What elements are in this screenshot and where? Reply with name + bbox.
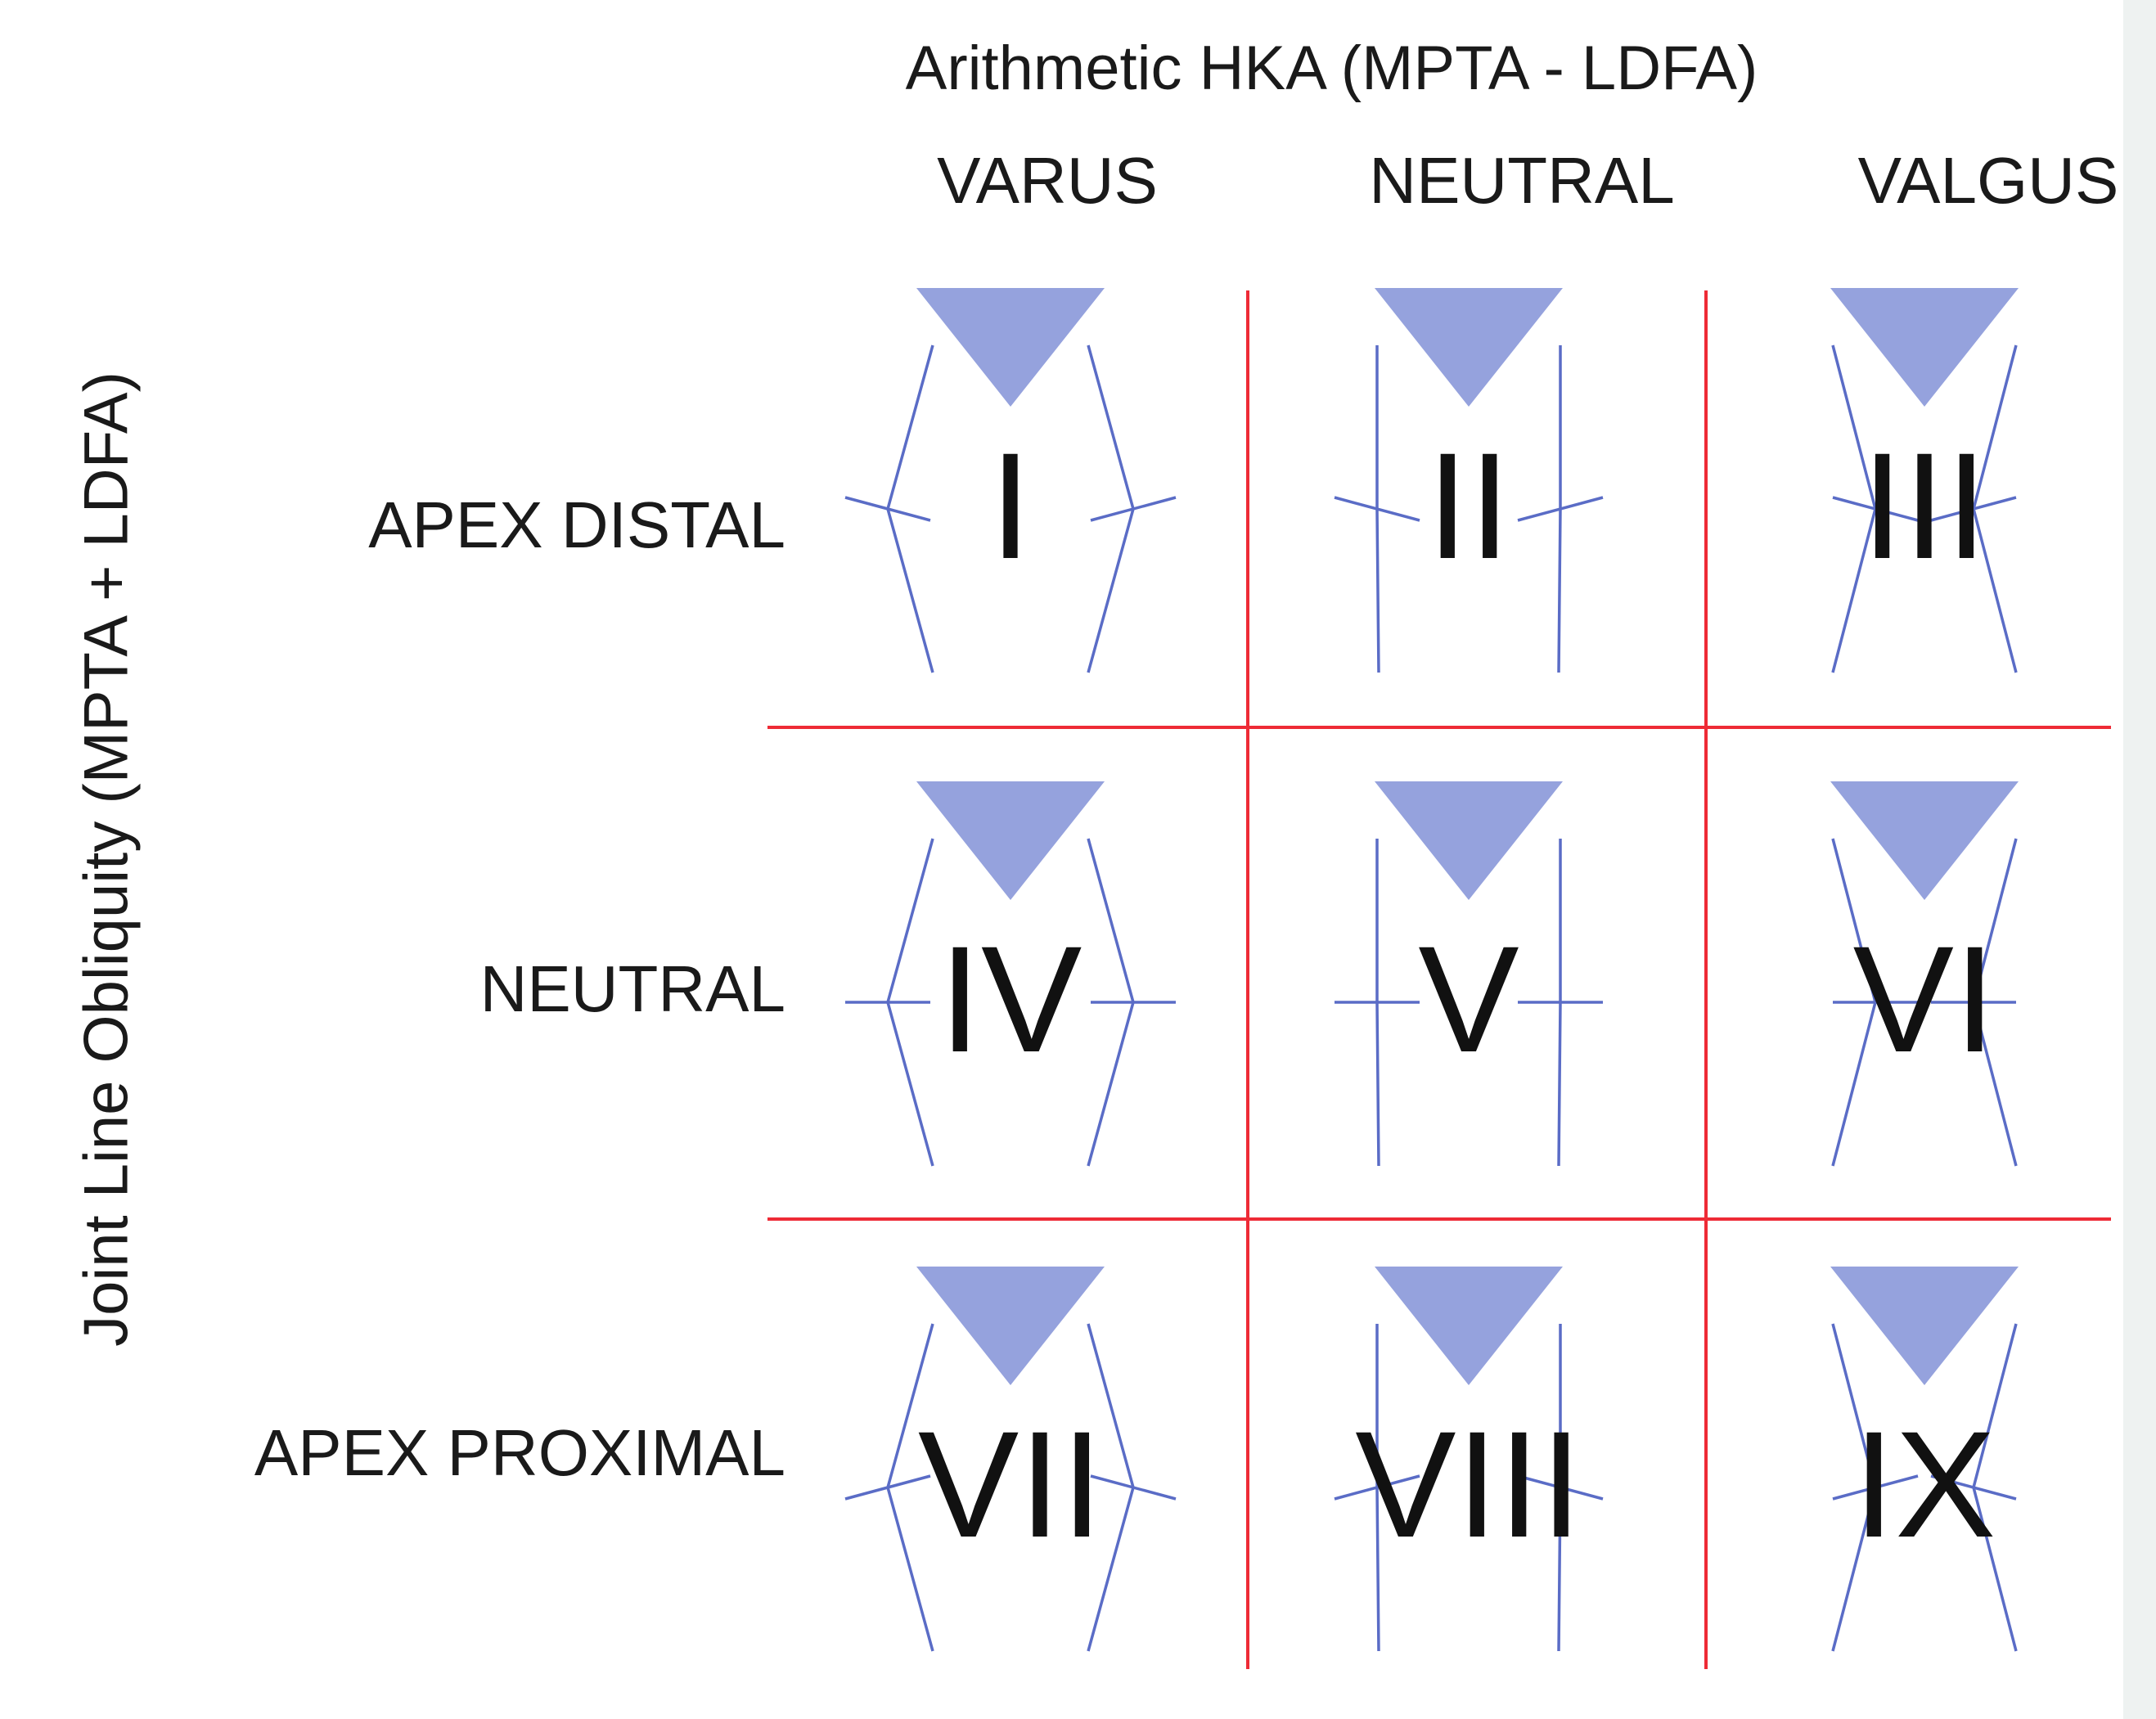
left-leg-line xyxy=(886,344,934,673)
left-joint-line xyxy=(1832,496,1919,522)
right-joint-line xyxy=(1930,496,2017,522)
right-edge-strip xyxy=(2123,0,2156,1719)
pelvis-triangle-icon xyxy=(1375,781,1563,900)
row-header-apex-distal: APEX DISTAL xyxy=(368,488,785,561)
left-joint-line xyxy=(844,1474,931,1501)
cell-numeral-ii: II xyxy=(1427,422,1511,591)
cell-neutral-neutral: V xyxy=(1335,781,1603,1167)
left-joint-line xyxy=(844,496,931,522)
right-joint-line xyxy=(1090,496,1177,522)
pelvis-triangle-icon xyxy=(1830,781,2019,900)
row-header-neutral: NEUTRAL xyxy=(479,952,785,1025)
cell-numeral-viii: VIII xyxy=(1355,1401,1582,1569)
cell-numeral-vi: VI xyxy=(1853,916,1996,1084)
left-joint-line xyxy=(1334,1474,1420,1501)
cell-neutral-valgus: VI xyxy=(1830,781,2019,1167)
pelvis-triangle-icon xyxy=(916,781,1105,900)
cell-numeral-vii: VII xyxy=(918,1401,1103,1569)
right-joint-line xyxy=(1517,496,1604,522)
right-joint-line xyxy=(1930,1474,2017,1501)
cell-numeral-i: I xyxy=(989,422,1031,591)
pelvis-triangle-icon xyxy=(1830,288,2019,407)
pelvis-triangle-icon xyxy=(916,288,1105,407)
cell-numeral-ix: IX xyxy=(1853,1401,1996,1569)
cell-apex-proximal-varus: VII xyxy=(844,1267,1177,1652)
cell-apex-proximal-neutral: VIII xyxy=(1334,1267,1604,1652)
cell-apex-distal-valgus: III xyxy=(1830,288,2019,673)
cell-neutral-varus: IV xyxy=(845,781,1176,1167)
right-joint-line xyxy=(1517,1474,1604,1501)
grid-lines xyxy=(767,290,2111,1669)
column-header-valgus: VALGUS xyxy=(1857,144,2119,217)
row-header-apex-proximal: APEX PROXIMAL xyxy=(254,1416,785,1489)
cell-apex-proximal-valgus: IX xyxy=(1830,1267,2019,1652)
cell-numeral-iii: III xyxy=(1861,422,1987,591)
cell-apex-distal-neutral: II xyxy=(1334,288,1604,673)
column-header-neutral: NEUTRAL xyxy=(1369,144,1675,217)
pelvis-triangle-icon xyxy=(916,1267,1105,1385)
right-joint-line xyxy=(1090,1474,1177,1501)
pelvis-triangle-icon xyxy=(1375,1267,1563,1385)
right-leg-line xyxy=(1087,344,1135,673)
column-header-varus: VARUS xyxy=(937,144,1158,217)
cell-apex-distal-varus: I xyxy=(844,288,1177,673)
left-joint-line xyxy=(1832,1474,1919,1501)
cell-numeral-v: V xyxy=(1418,916,1519,1084)
pelvis-triangle-icon xyxy=(1830,1267,2019,1385)
diagram-title: Arithmetic HKA (MPTA - LDFA) xyxy=(905,34,1758,103)
left-joint-line xyxy=(1334,496,1420,522)
pelvis-triangle-icon xyxy=(1375,288,1563,407)
cell-numeral-iv: IV xyxy=(939,916,1083,1084)
